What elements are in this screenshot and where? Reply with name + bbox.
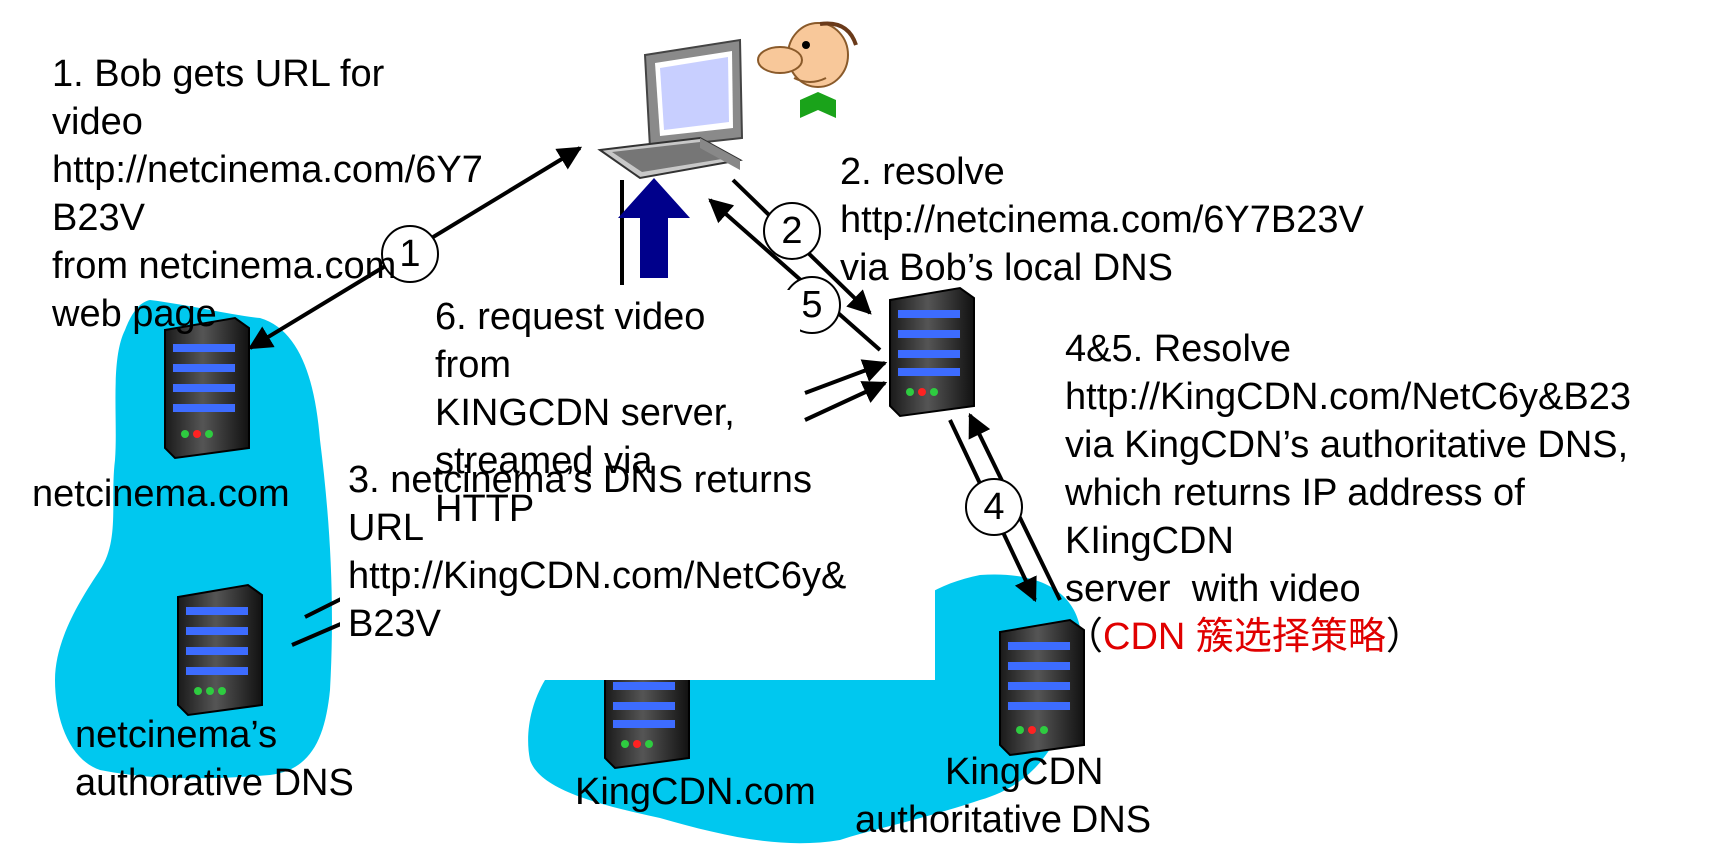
- server-icon-local-dns: [889, 286, 975, 418]
- server-icon-netcinema: [164, 316, 250, 460]
- step-3-overlay: [340, 450, 935, 680]
- cdn-strategy-note: （CDN 簇选择策略）: [1065, 616, 1424, 658]
- desktop-computer-icon: [597, 38, 744, 180]
- streaming-arrow: [618, 178, 690, 278]
- kingcdn-com-label: KingCDN.com: [575, 771, 816, 813]
- server-icon-kingcdn-dns: [999, 618, 1085, 757]
- netcinema-com-label: netcinema.com: [32, 473, 290, 515]
- server-icon-netcinema-dns: [177, 583, 263, 717]
- step-2-marker: 2: [763, 202, 821, 260]
- step-4-marker: 4: [965, 478, 1023, 536]
- step-1-marker: 1: [381, 225, 439, 283]
- bob-face-icon: [757, 21, 858, 118]
